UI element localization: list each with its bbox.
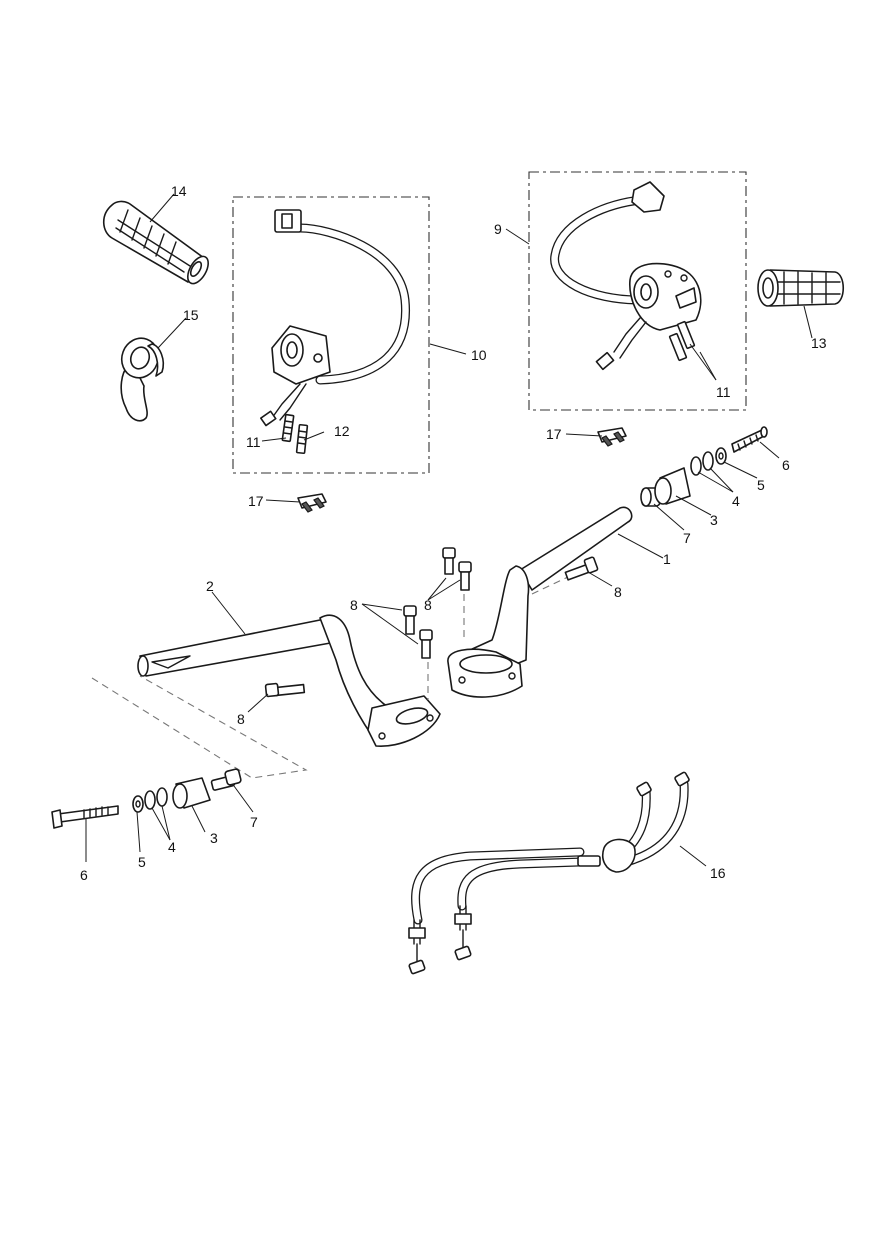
callout-5-right: 5 xyxy=(757,477,765,493)
callout-11-left: 11 xyxy=(246,434,261,450)
part-14-left-grip[interactable] xyxy=(102,200,213,287)
callout-17-right: 17 xyxy=(546,426,562,442)
part-11-screw-left[interactable] xyxy=(281,413,295,443)
callout-13: 13 xyxy=(811,335,827,351)
part-17-cable-clip-right[interactable] xyxy=(597,427,627,447)
callout-15: 15 xyxy=(183,307,199,323)
part-10-left-switch-housing[interactable] xyxy=(259,209,411,427)
part-4-washers-right[interactable] xyxy=(690,451,714,476)
callout-1: 1 xyxy=(663,551,671,567)
callout-11-right: 11 xyxy=(716,384,731,400)
callout-16: 16 xyxy=(710,865,726,881)
part-8-bolt-c[interactable] xyxy=(403,605,417,635)
part-13-right-grip[interactable] xyxy=(757,269,845,307)
left-switch-group-box xyxy=(232,196,430,474)
part-3-bar-end-weight-left[interactable] xyxy=(172,777,211,809)
part-4-washers-left[interactable] xyxy=(144,787,168,810)
callout-6-right: 6 xyxy=(782,457,790,473)
callout-7-left: 7 xyxy=(250,814,258,830)
right-switch-group-box xyxy=(528,171,747,411)
callout-9: 9 xyxy=(494,221,502,237)
part-8-bolt-b[interactable] xyxy=(458,561,472,591)
callout-12: 12 xyxy=(334,423,350,439)
part-8-bolt-f[interactable] xyxy=(264,682,306,698)
part-6-bolt-left[interactable] xyxy=(51,805,119,829)
callout-labels: 1 2 3 3 4 4 5 5 6 6 7 7 8 8 8 8 9 10 11 … xyxy=(80,183,827,883)
part-6-bolt-right[interactable] xyxy=(731,426,768,453)
callout-10: 10 xyxy=(471,347,487,363)
callout-3-right: 3 xyxy=(710,512,718,528)
callout-17-left: 17 xyxy=(248,493,264,509)
part-7-bar-end-insert-left[interactable] xyxy=(210,768,242,791)
callout-4-right: 4 xyxy=(732,493,740,509)
part-12-screw[interactable] xyxy=(295,423,309,455)
callout-4-left: 4 xyxy=(168,839,176,855)
part-17-cable-clip-left[interactable] xyxy=(297,493,327,513)
part-3-bar-end-weight-right[interactable] xyxy=(654,467,691,505)
part-8-bolt-e[interactable] xyxy=(564,556,599,581)
part-11-screws-right[interactable] xyxy=(668,320,696,362)
part-8-bolt-a[interactable] xyxy=(442,547,456,575)
callout-3-left: 3 xyxy=(210,830,218,846)
part-15-throttle-tube[interactable] xyxy=(116,333,165,422)
callout-7-right: 7 xyxy=(683,530,691,546)
callout-8-b: 8 xyxy=(424,597,432,613)
callout-6-left: 6 xyxy=(80,867,88,883)
part-5-washer-left[interactable] xyxy=(132,795,144,813)
callout-2: 2 xyxy=(206,578,214,594)
part-1-right-handlebar[interactable] xyxy=(447,506,633,698)
part-2-left-handlebar[interactable] xyxy=(137,614,441,747)
part-9-right-switch-housing[interactable] xyxy=(550,181,702,371)
part-16-throttle-cables[interactable] xyxy=(408,771,690,975)
part-5-washer-right[interactable] xyxy=(715,447,727,465)
callout-8-a: 8 xyxy=(350,597,358,613)
callout-8-d: 8 xyxy=(237,711,245,727)
alignment-lines xyxy=(91,575,571,779)
callout-8-c: 8 xyxy=(614,584,622,600)
part-8-bolt-d[interactable] xyxy=(419,629,433,659)
callout-14: 14 xyxy=(171,183,187,199)
leader-lines xyxy=(85,193,813,867)
callout-5-left: 5 xyxy=(138,854,146,870)
